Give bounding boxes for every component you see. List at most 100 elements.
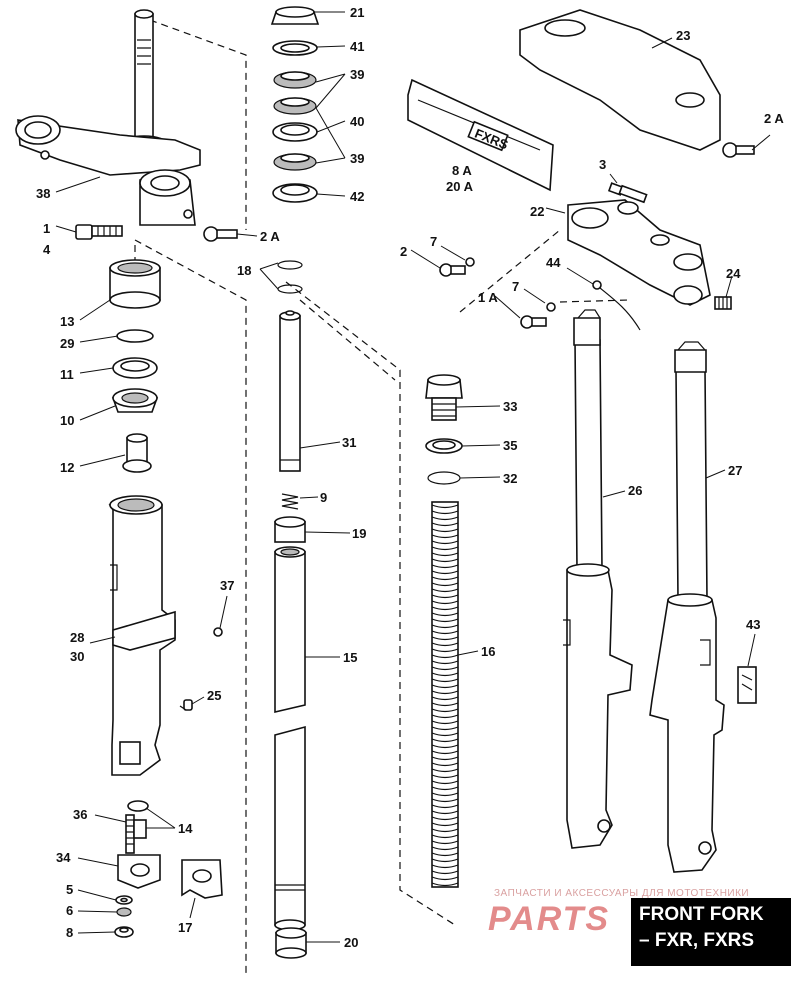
- fork-tube-15: [274, 546, 306, 931]
- callout-26: 26: [628, 483, 642, 498]
- spring-coil: [431, 714, 459, 719]
- spring-coil: [431, 624, 459, 629]
- spring-coil: [431, 666, 459, 671]
- callout-41: 41: [350, 39, 364, 54]
- screw-2: [439, 257, 475, 277]
- callout-24: 24: [726, 266, 741, 281]
- spring-coil: [431, 870, 459, 875]
- spring-coil: [431, 552, 459, 557]
- watermark-logo: PARTS: [488, 900, 611, 938]
- spring-coil: [431, 846, 459, 851]
- plug-12: [122, 433, 152, 473]
- callout-43: 43: [746, 617, 760, 632]
- callout-42: 42: [350, 189, 364, 204]
- callout-20: 20: [344, 935, 358, 950]
- set-screw-24: [714, 296, 732, 310]
- spring-coil: [431, 816, 459, 821]
- spring-coil: [431, 834, 459, 839]
- spring-coil: [431, 570, 459, 575]
- callout-30: 30: [70, 649, 84, 664]
- callout-7: 7: [430, 234, 437, 249]
- assembly-dashed-lines: [134, 19, 631, 975]
- bearing-stack: [270, 6, 320, 203]
- fork-spring-16: [431, 501, 459, 888]
- spring-coil: [431, 546, 459, 551]
- spring-coil: [431, 672, 459, 677]
- spring-coil: [431, 756, 459, 761]
- spring-coil: [431, 702, 459, 707]
- nut-8: [114, 926, 134, 938]
- spring-coil: [431, 774, 459, 779]
- damper-tube-31: [279, 310, 301, 472]
- spring-coil: [431, 528, 459, 533]
- fork-slider-28: [108, 495, 176, 776]
- spring-coil: [431, 840, 459, 845]
- callout-22: 22: [530, 204, 544, 219]
- spring-coil: [431, 618, 459, 623]
- bushing-20: [275, 927, 307, 959]
- callout-17: 17: [178, 920, 192, 935]
- callout-39: 39: [350, 151, 364, 166]
- callout-8a: 8 A: [452, 163, 472, 178]
- screw-3: [607, 182, 648, 204]
- spring-coil: [431, 828, 459, 833]
- callout-19: 19: [352, 526, 366, 541]
- watermark-text: ЗАПЧАСТИ И АКСЕССУАРЫ ДЛЯ МОТОТЕХНИКИ: [494, 888, 750, 899]
- callout-32: 32: [503, 471, 517, 486]
- spring-coil: [431, 780, 459, 785]
- spring-coil: [431, 564, 459, 569]
- callout-40: 40: [350, 114, 364, 129]
- spring-coil: [431, 612, 459, 617]
- callout-31: 31: [342, 435, 356, 450]
- axle-clamp-17: [181, 859, 223, 899]
- bushing-10: [111, 388, 159, 413]
- spring-coil: [431, 558, 459, 563]
- o-ring-32: [427, 471, 461, 485]
- spring-coil: [431, 540, 459, 545]
- spring-coil: [431, 726, 459, 731]
- spring-coil: [431, 822, 459, 827]
- spring-coil: [431, 594, 459, 599]
- callout-20a: 20 A: [446, 179, 474, 194]
- callout-15: 15: [343, 650, 357, 665]
- spring-coil: [431, 576, 459, 581]
- retaining-ring-29: [116, 329, 154, 343]
- callout-5: 5: [66, 882, 73, 897]
- spring-coil: [431, 690, 459, 695]
- spring-coil: [431, 534, 459, 539]
- rebound-spring-19: [274, 516, 306, 543]
- leader-lines: [55, 11, 771, 943]
- spring-coil: [431, 516, 459, 521]
- spring-coil: [431, 738, 459, 743]
- upper-bracket-23: [519, 9, 721, 151]
- spring-coil: [431, 600, 459, 605]
- spring-coil: [431, 684, 459, 689]
- screw-2a-right: [722, 142, 755, 158]
- spring-coil: [431, 504, 459, 509]
- callout-2a: 2 A: [260, 229, 280, 244]
- spring-coil: [431, 630, 459, 635]
- spring-coil: [431, 804, 459, 809]
- spring-coil: [431, 522, 459, 527]
- callout-6: 6: [66, 903, 73, 918]
- callout-14: 14: [178, 821, 193, 836]
- nut-14: [127, 800, 149, 839]
- spring-coil: [431, 858, 459, 863]
- spring-coil: [431, 606, 459, 611]
- callout-2: 2: [400, 244, 407, 259]
- callout-3: 3: [599, 157, 606, 172]
- tag-43: [737, 666, 757, 704]
- spring-coil: [431, 588, 459, 593]
- handlebar-clamp-22: [567, 199, 711, 306]
- spring-coil: [431, 654, 459, 659]
- spring-coil: [431, 810, 459, 815]
- spring-coil: [431, 582, 459, 587]
- spring-coil: [431, 852, 459, 857]
- callout-4: 4: [43, 242, 51, 257]
- spring-coil: [431, 732, 459, 737]
- spring-coil: [431, 798, 459, 803]
- spring-coil: [431, 864, 459, 869]
- callout-7: 7: [512, 279, 519, 294]
- spring-coil: [431, 762, 459, 767]
